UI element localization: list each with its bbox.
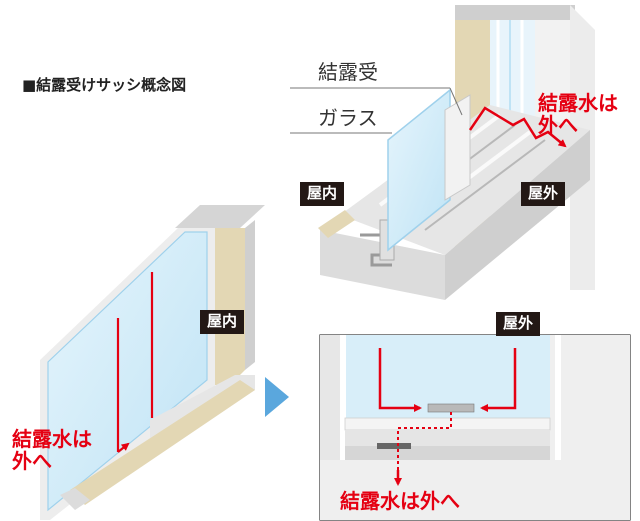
diagram-title: ■結露受けサッシ概念図	[22, 76, 187, 94]
flow-arrow-detail-left	[378, 348, 422, 412]
sill-right	[445, 130, 590, 300]
label-outdoor-top: 屋外	[521, 182, 566, 206]
water-out-left-line1: 結露水は	[12, 427, 92, 451]
label-indoor-left: 屋内	[200, 310, 245, 334]
flow-arrow-detail-dotted	[397, 412, 452, 478]
condensation-tray	[444, 94, 471, 201]
flow-arrow-left-c	[117, 442, 130, 453]
flow-arrow-top	[468, 106, 567, 148]
water-out-right: 結露水は 外へ	[538, 92, 618, 137]
left-beige-base	[70, 380, 255, 505]
left-wall-beige	[215, 228, 245, 385]
label-glass: ガラス	[318, 106, 378, 130]
left-window	[40, 205, 265, 520]
left-frame-top	[175, 205, 265, 228]
next-step-triangle	[265, 377, 289, 417]
water-out-left: 結露水は 外へ	[12, 428, 92, 473]
water-out-left-line2: 外へ	[12, 449, 52, 474]
drain-vent	[377, 443, 411, 449]
label-outdoor-detail: 屋外	[496, 312, 541, 336]
glass-pane	[387, 88, 451, 252]
top-cross-section	[290, 5, 595, 300]
label-indoor-top: 屋内	[300, 182, 345, 206]
label-condensation-tray: 結露受	[318, 60, 378, 84]
wall-top-face	[455, 5, 575, 20]
water-out-right-line2: 外へ	[538, 113, 578, 138]
flow-arrow-detail-right	[480, 348, 517, 412]
water-out-bottom: 結露水は外へ	[340, 489, 460, 513]
bottom-detail	[319, 334, 631, 521]
indoor-beige-sill	[318, 210, 355, 238]
water-out-right-line1: 結露水は	[538, 91, 618, 115]
drain-slot	[427, 403, 475, 413]
left-wall-side	[245, 220, 255, 370]
